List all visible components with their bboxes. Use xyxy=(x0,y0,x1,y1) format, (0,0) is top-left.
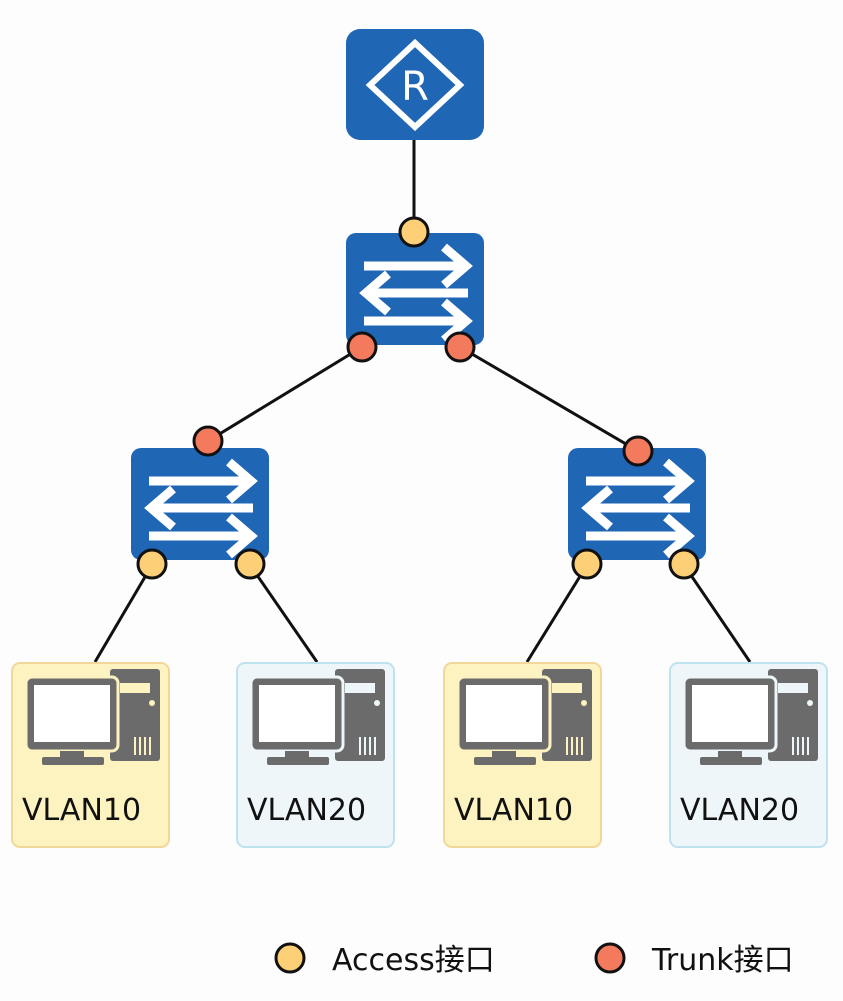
pc-host[interactable]: VLAN20 xyxy=(236,662,395,848)
computer-icon xyxy=(456,669,592,765)
pc-host[interactable]: VLAN20 xyxy=(669,662,828,848)
link-left-pc1 xyxy=(93,564,154,663)
pc-vlan-label: VLAN20 xyxy=(680,793,799,828)
legend: Access接口 Trunk接口 xyxy=(274,942,794,978)
port-trunk-left-uplink[interactable] xyxy=(192,425,224,457)
access-switch-left[interactable] xyxy=(131,448,269,560)
legend-trunk-label: Trunk接口 xyxy=(651,943,794,978)
router-label: R xyxy=(401,64,429,110)
port-trunk-right-uplink[interactable] xyxy=(622,435,654,467)
link-core-left xyxy=(207,345,363,443)
port-access-core-uplink[interactable] xyxy=(398,216,430,248)
port-access-left-2[interactable] xyxy=(234,548,266,580)
router-diamond-icon xyxy=(365,38,465,132)
pc-group: VLAN10 VLAN20 VLAN10 VLAN20 xyxy=(11,662,828,848)
port-access-right-1[interactable] xyxy=(571,548,603,580)
link-core-right xyxy=(459,345,639,453)
computer-icon xyxy=(249,669,385,765)
computer-icon xyxy=(682,669,818,765)
link-right-pc3 xyxy=(525,564,589,663)
legend-access-swatch xyxy=(274,942,306,974)
switch-arrows-icon xyxy=(581,458,695,559)
port-trunk-core-right[interactable] xyxy=(444,331,476,363)
access-switch-right[interactable] xyxy=(568,448,706,560)
router[interactable]: R xyxy=(346,29,484,140)
pc-vlan-label: VLAN10 xyxy=(22,793,141,828)
ports xyxy=(136,216,700,580)
link-right-pc4 xyxy=(682,564,752,663)
pc-host[interactable]: VLAN10 xyxy=(443,662,602,848)
port-access-left-1[interactable] xyxy=(136,548,168,580)
pc-vlan-label: VLAN20 xyxy=(247,793,366,828)
pc-host[interactable]: VLAN10 xyxy=(11,662,170,848)
legend-trunk-swatch xyxy=(594,942,626,974)
computer-icon xyxy=(24,669,160,765)
link-left-pc2 xyxy=(248,564,319,663)
links xyxy=(93,140,752,663)
router-body xyxy=(346,29,484,140)
port-trunk-core-left[interactable] xyxy=(346,331,378,363)
legend-access-label: Access接口 xyxy=(332,943,495,978)
core-switch[interactable] xyxy=(346,233,484,345)
switch-arrows-icon xyxy=(359,243,473,344)
switch-arrows-icon xyxy=(144,458,258,559)
pc-vlan-label: VLAN10 xyxy=(454,793,573,828)
port-access-right-2[interactable] xyxy=(668,548,700,580)
